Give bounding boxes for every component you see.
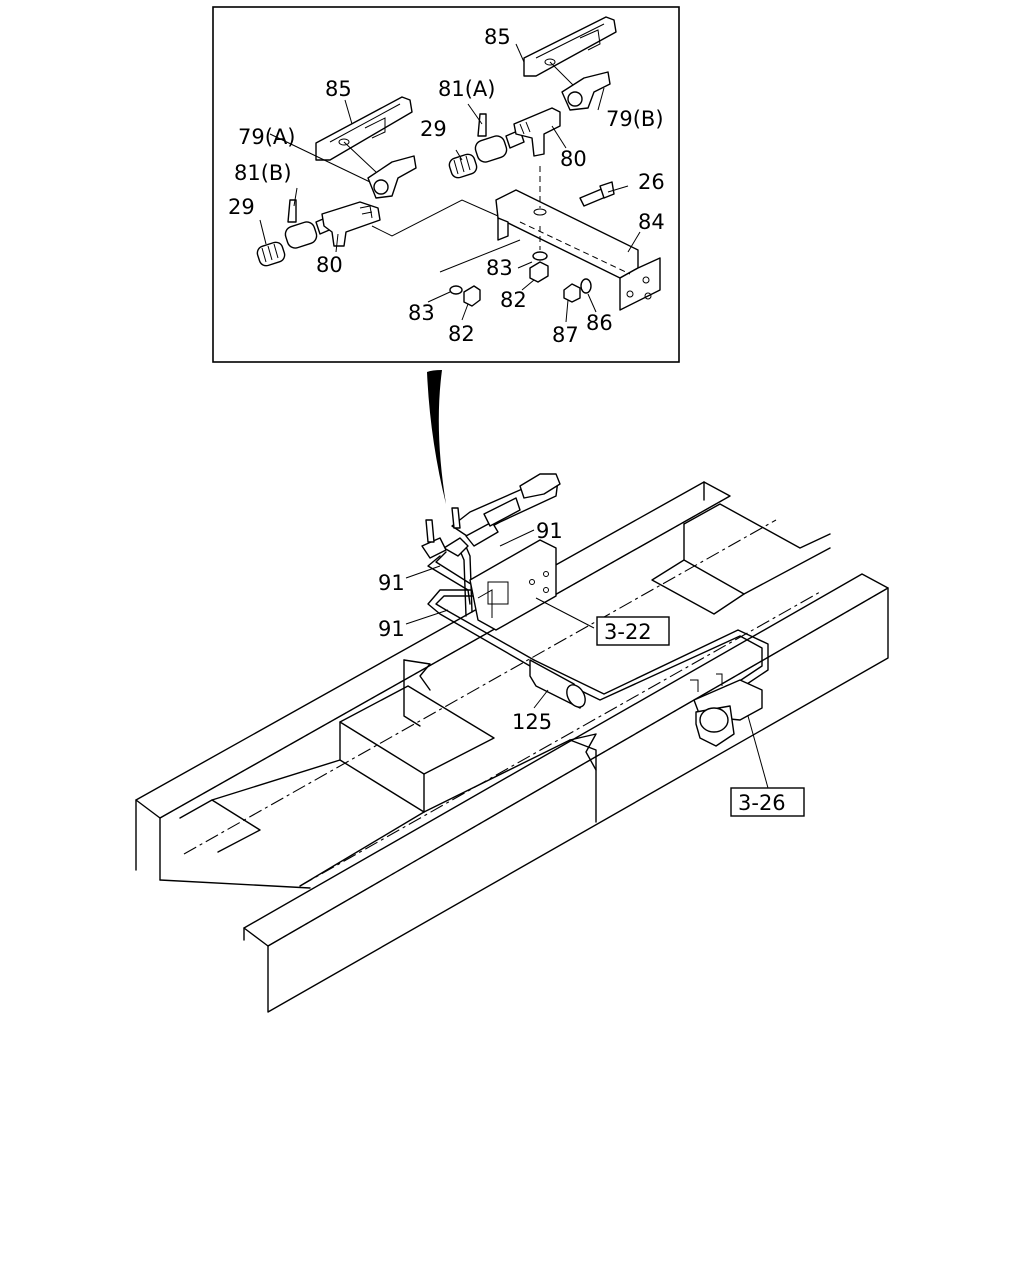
clamp-79B xyxy=(561,71,611,111)
callout-91-upper: 91 xyxy=(536,519,563,543)
tee-80-right xyxy=(513,107,561,157)
callout-80-right: 80 xyxy=(560,147,587,171)
ref-label-3-26: 3-26 xyxy=(738,791,786,815)
callout-83-center: 83 xyxy=(486,256,513,280)
callout-85-left: 85 xyxy=(325,77,352,101)
callout-29-right: 29 xyxy=(420,117,447,141)
nuts-washers xyxy=(449,251,592,307)
callout-labels: 85 85 81(A) 79(A) 29 79(B) 80 81(B) 29 2… xyxy=(228,25,665,734)
callout-26: 26 xyxy=(638,170,665,194)
detail-pointer xyxy=(427,370,446,504)
ref-box-3-26[interactable] xyxy=(730,787,805,817)
ref-box-3-22[interactable] xyxy=(596,616,670,646)
nipple-29-left xyxy=(256,241,286,267)
clamp-79A xyxy=(367,155,417,199)
callout-81B: 81(B) xyxy=(234,161,292,185)
air-pipe-assembly xyxy=(405,473,769,789)
chassis-frame xyxy=(135,481,889,1013)
callout-81A: 81(A) xyxy=(438,77,495,101)
callout-84: 84 xyxy=(638,210,665,234)
reference-boxes: 3-22 3-26 xyxy=(596,616,805,817)
cock-81A xyxy=(474,113,525,163)
callout-87: 87 xyxy=(552,323,579,347)
callout-125: 125 xyxy=(512,710,552,734)
callout-80-left: 80 xyxy=(316,253,343,277)
callout-85-right: 85 xyxy=(484,25,511,49)
bolt-26 xyxy=(579,181,615,207)
lever-bracket-85-right xyxy=(523,16,617,87)
callout-79A: 79(A) xyxy=(238,125,295,149)
tee-80-left xyxy=(321,201,381,247)
bracket-84 xyxy=(495,189,661,311)
ref-label-3-22: 3-22 xyxy=(604,620,652,644)
callout-82-center: 82 xyxy=(500,288,527,312)
callout-91-middle: 91 xyxy=(378,571,405,595)
callout-29-left: 29 xyxy=(228,195,255,219)
callout-79B: 79(B) xyxy=(606,107,664,131)
callout-82-left: 82 xyxy=(448,322,475,346)
inset-frame xyxy=(212,6,680,363)
callout-91-lower: 91 xyxy=(378,617,405,641)
lever-bracket-85-left xyxy=(315,96,413,173)
callout-86: 86 xyxy=(586,311,613,335)
callout-83-left: 83 xyxy=(408,301,435,325)
detail-inset xyxy=(212,6,680,363)
